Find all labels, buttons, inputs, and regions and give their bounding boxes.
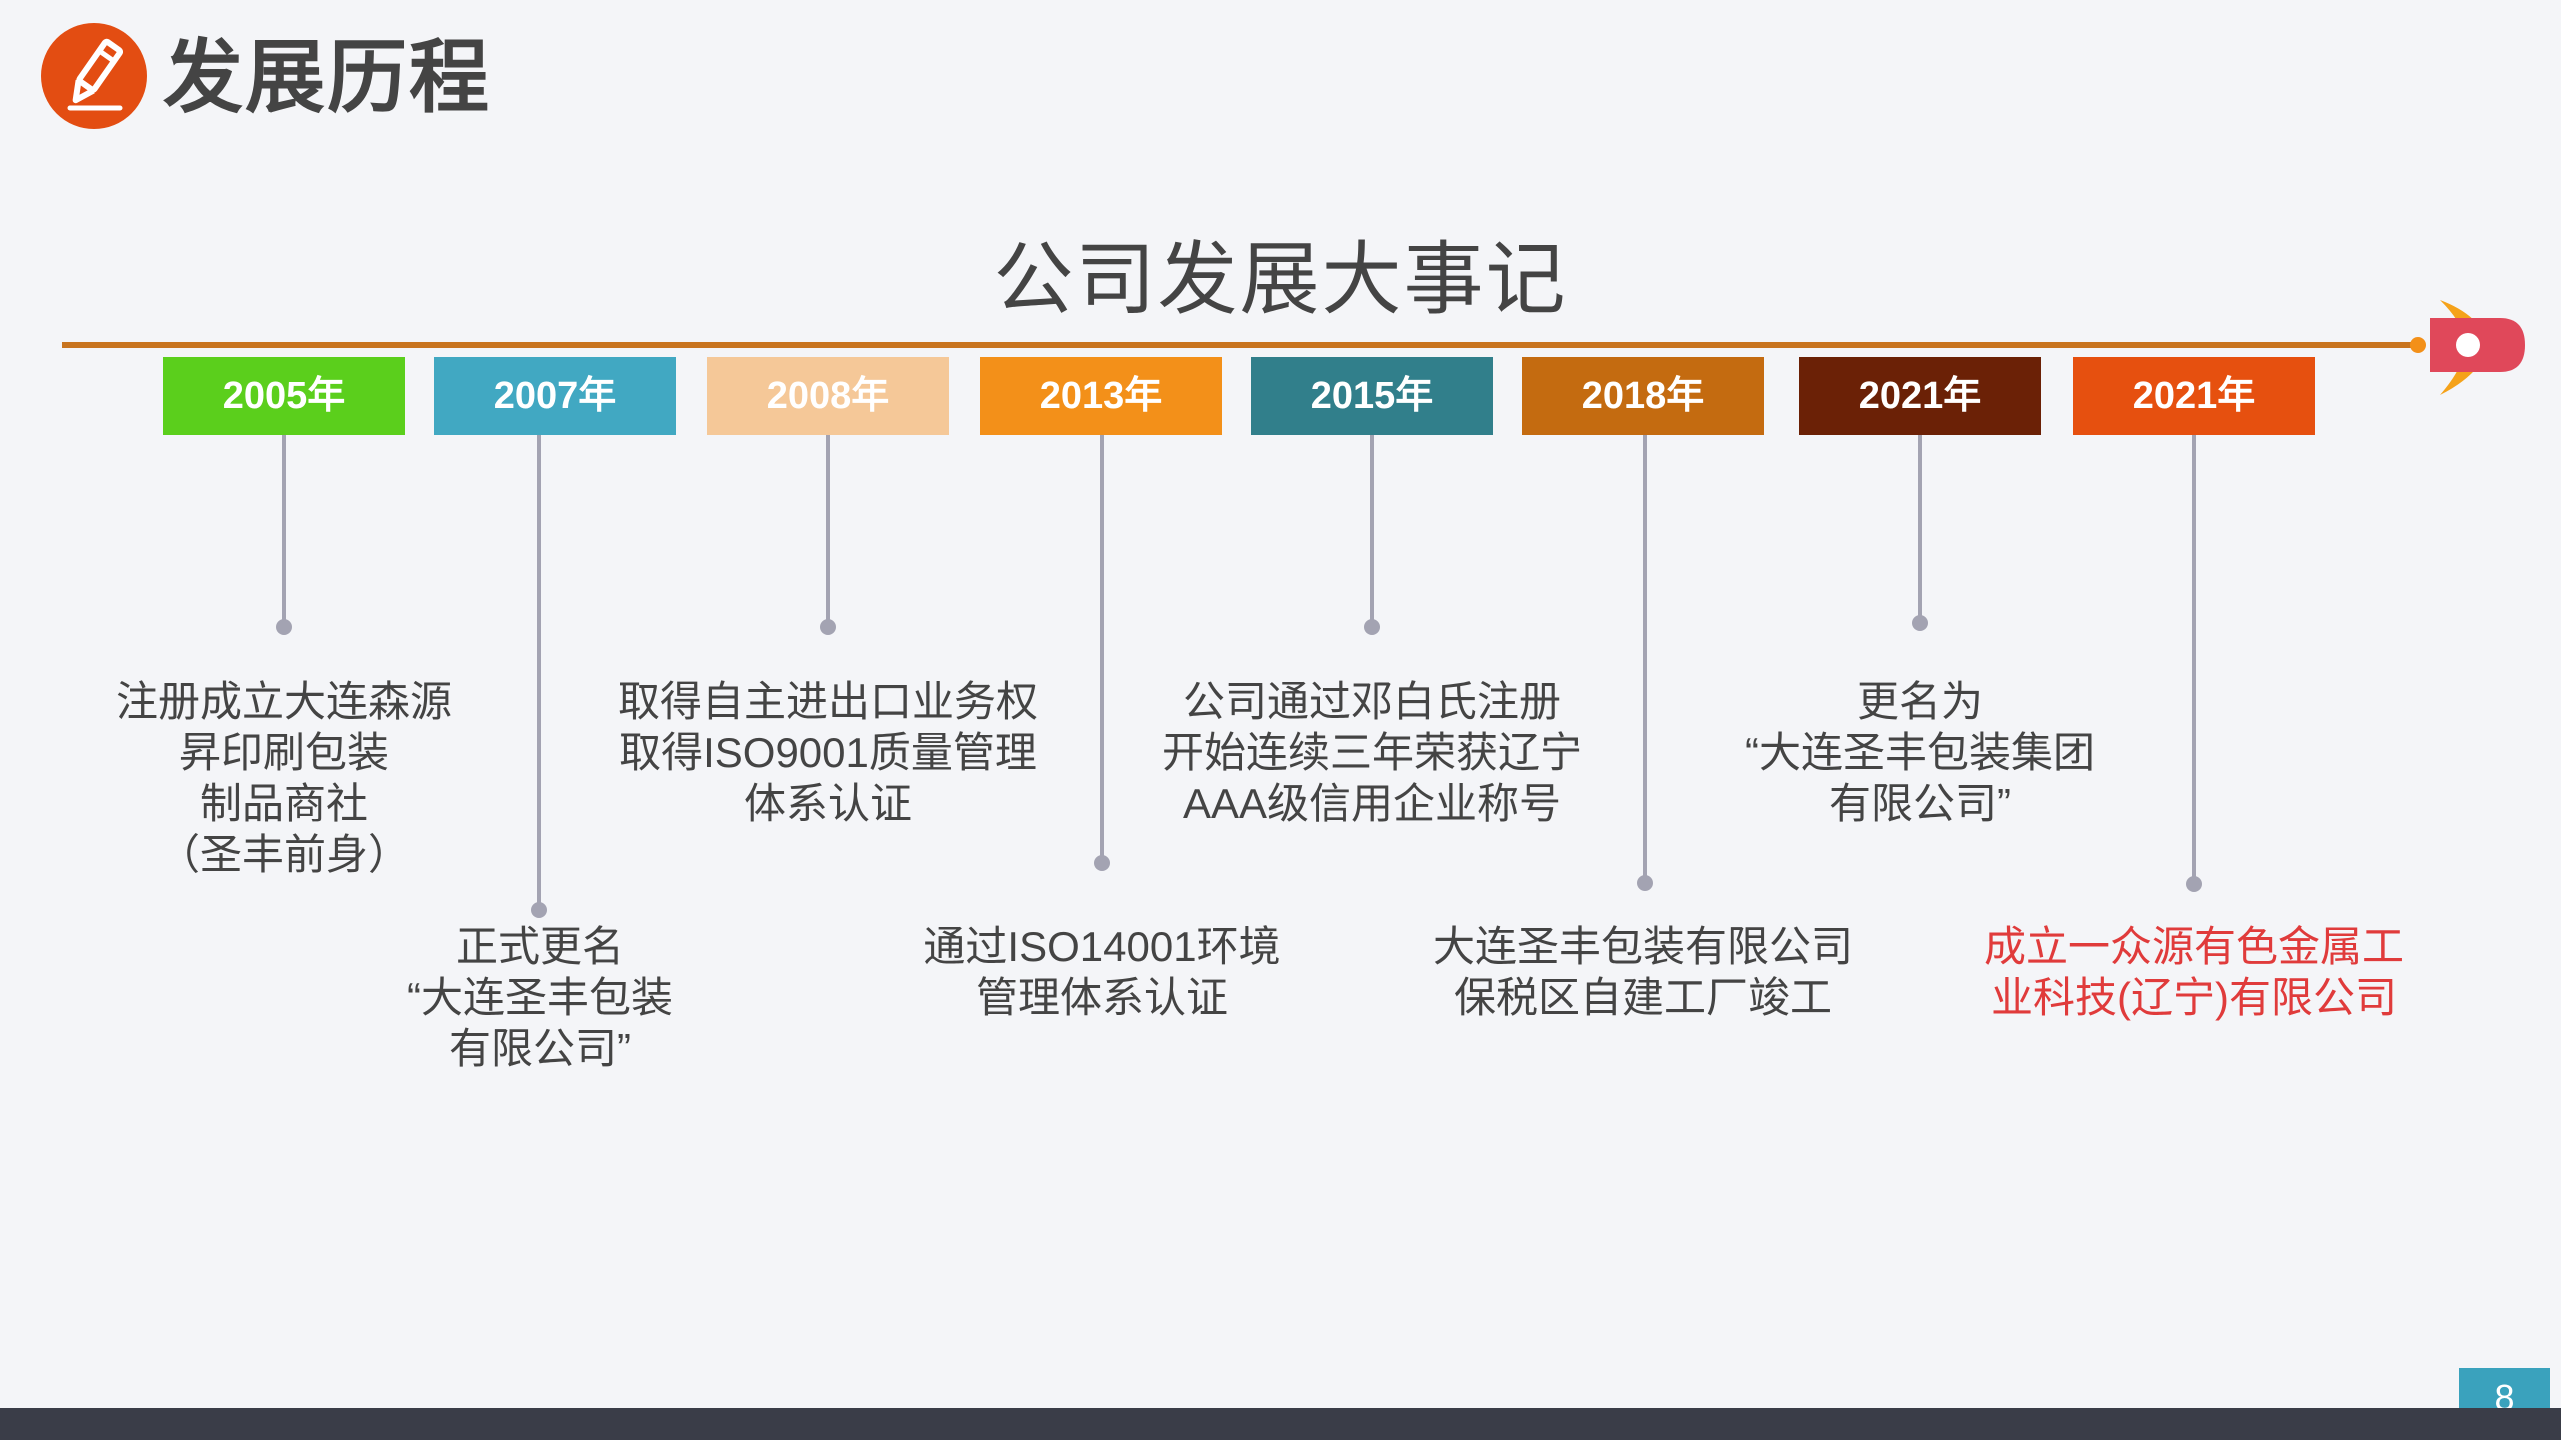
event-description: 通过ISO14001环境 管理体系认证 <box>923 923 1281 1021</box>
year-label: 2013年 <box>980 357 1222 435</box>
pencil-icon <box>41 23 147 129</box>
connector-dot <box>820 619 836 635</box>
year-label: 2018年 <box>1522 357 1764 435</box>
page-title: 发展历程 <box>163 33 491 122</box>
event-description: 正式更名 “大连圣丰包装 有限公司” <box>407 923 673 1072</box>
year-label: 2007年 <box>434 357 676 435</box>
year-label: 2015年 <box>1251 357 1493 435</box>
connector-dot <box>531 902 547 918</box>
timeline-end-dot <box>2410 337 2426 353</box>
event-description: 注册成立大连森源 昇印刷包装 制品商社 （圣丰前身） <box>115 678 452 878</box>
event-description: 大连圣丰包装有限公司 保税区自建工厂竣工 <box>1432 923 1853 1021</box>
connector-dot <box>276 619 292 635</box>
connector-dot <box>1637 875 1653 891</box>
year-label: 2021年 <box>1799 357 2041 435</box>
connector-dot <box>1364 619 1380 635</box>
connector-dot <box>2186 876 2202 892</box>
year-label: 2008年 <box>707 357 949 435</box>
event-description: 成立一众源有色金属工 业科技(辽宁)有限公司 <box>1983 923 2404 1021</box>
connector-dot <box>1912 615 1928 631</box>
footer-bar <box>0 1408 2561 1440</box>
year-label: 2005年 <box>163 357 405 435</box>
timeline-title: 公司发展大事记 <box>993 235 1568 324</box>
rocket-icon <box>2430 300 2525 395</box>
event-description: 公司通过邓白氏注册 开始连续三年荣获辽宁 AAA级信用企业称号 <box>1161 678 1582 827</box>
connector-dot <box>1094 855 1110 871</box>
event-description: 取得自主进出口业务权 取得ISO9001质量管理 体系认证 <box>617 678 1038 827</box>
year-label: 2021年 <box>2073 357 2315 435</box>
event-description: 更名为 “大连圣丰包装集团 有限公司” <box>1745 678 2095 827</box>
